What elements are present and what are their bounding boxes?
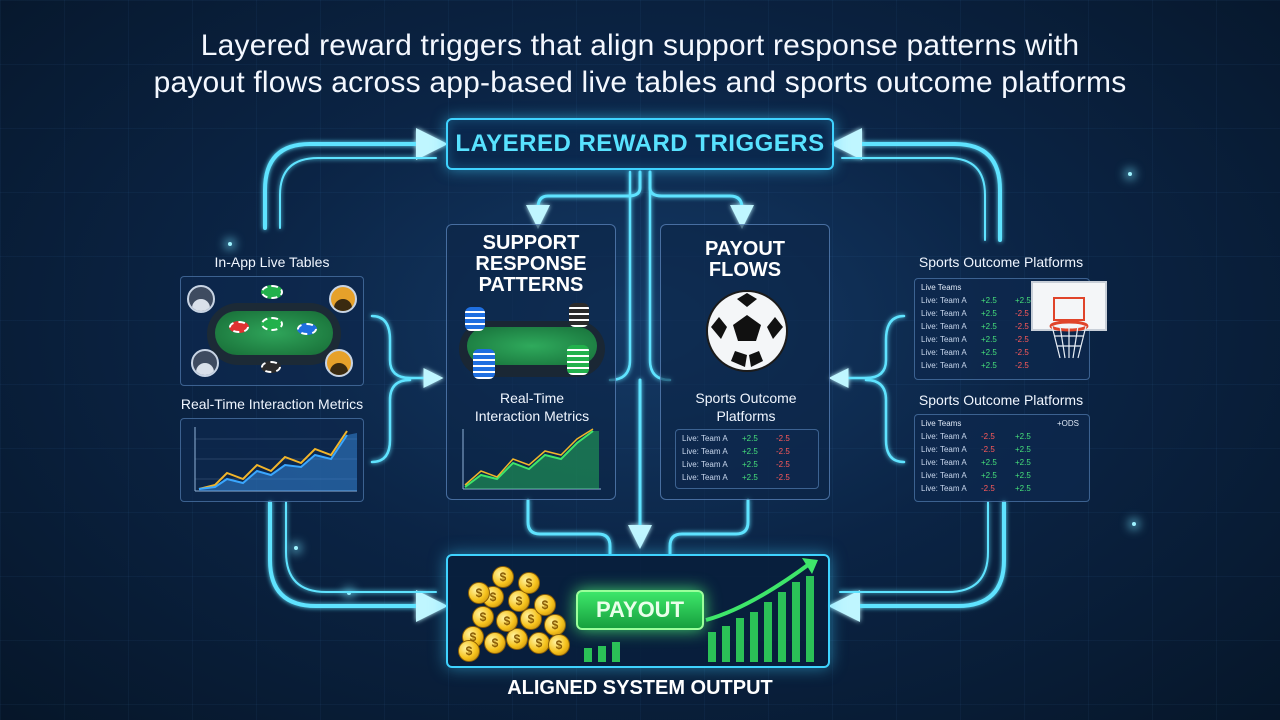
- gold-coin-icon: $: [472, 606, 494, 628]
- player-avatar: [325, 349, 353, 377]
- sports-outcome-bottom-card: Live Teams+ODS Live: Team A-2.5+2.5 Live…: [914, 414, 1090, 502]
- sparkle: [1132, 522, 1136, 526]
- player-avatar: [329, 285, 357, 313]
- odds-row: Live: Team A+2.5-2.5: [682, 473, 790, 482]
- gold-coin-icon: $: [534, 594, 556, 616]
- odds-row: Live: Team A-2.5+2.5: [921, 445, 1031, 454]
- gold-coin-icon: $: [496, 610, 518, 632]
- arrow-to-payout: [648, 170, 754, 229]
- payout-flows-heading: PAYOUT FLOWS: [704, 238, 786, 281]
- gold-coin-icon: $: [492, 566, 514, 588]
- odds-row: Live: Team A+2.5-2.5: [921, 361, 1029, 370]
- chip-stack-icon: [569, 303, 589, 327]
- arrow-top-right-outer: [841, 157, 986, 241]
- arrow-left-to-center: [370, 314, 444, 388]
- arrow-support-down: [526, 498, 612, 556]
- basketball-hoop-icon: [1031, 281, 1107, 359]
- chip-stack-icon: [297, 323, 317, 335]
- in-app-live-tables-label: In-App Live Tables: [214, 254, 330, 270]
- odds-row: Live: Team A-2.5+2.5: [921, 484, 1031, 493]
- odds-row: Live: Team A+2.5-2.5: [921, 309, 1029, 318]
- odds-row: Live: Team A+2.5-2.5: [682, 447, 790, 456]
- gold-coin-icon: $: [520, 608, 542, 630]
- gold-coin-icon: $: [458, 640, 480, 662]
- arrow-left-metrics: [370, 378, 412, 464]
- odds-header: Live Teams: [921, 283, 962, 292]
- layered-reward-triggers-node: LAYERED REWARD TRIGGERS: [446, 118, 834, 170]
- gold-coin-icon: $: [518, 572, 540, 594]
- odds-row: Live: Team A+2.5-2.5: [921, 322, 1029, 331]
- chip-stack-icon: [229, 321, 249, 333]
- chip-stack-icon: [473, 349, 495, 379]
- payout-button-label: PAYOUT: [595, 597, 685, 622]
- gold-coin-icon: $: [548, 634, 570, 656]
- arrow-bottom-left: [268, 500, 448, 622]
- gold-coin-icon: $: [544, 614, 566, 636]
- arrow-bottom-left-outer: [285, 501, 437, 593]
- arrow-top-left: [263, 128, 448, 230]
- soccer-ball-icon: [706, 290, 788, 372]
- sparkle: [294, 546, 298, 550]
- sparkle: [228, 242, 232, 246]
- arrow-top-right: [830, 128, 1002, 242]
- real-time-metrics-label: Real-Time Interaction Metrics: [180, 396, 364, 412]
- odds-row: Live: Team A+2.5+2.5: [921, 458, 1031, 467]
- arrow-top-left-outer: [279, 157, 437, 229]
- gold-coin-icon: $: [484, 632, 506, 654]
- support-response-panel: SUPPORT RESPONSE PATTERNS Real-Time Inte…: [446, 224, 616, 500]
- payout-flows-panel: PAYOUT FLOWS Sports Outcome Platforms Li…: [660, 224, 830, 500]
- aligned-output-box: $$$$$$$$$$$$$$$$ PAYOUT: [446, 554, 830, 668]
- odds-row: Live: Team A+2.5-2.5: [682, 434, 790, 443]
- support-trend-chart: [462, 428, 601, 490]
- odds-row: Live: Team A+2.5+2.5: [921, 471, 1031, 480]
- aligned-system-output-label: ALIGNED SYSTEM OUTPUT: [507, 677, 773, 699]
- top-node-label: LAYERED REWARD TRIGGERS: [455, 130, 825, 157]
- gold-coin-icon: $: [528, 632, 550, 654]
- arrow-right-bottom: [864, 378, 906, 464]
- title-line-1: Layered reward triggers that align suppo…: [200, 29, 1080, 62]
- odds-row: Live: Team A-2.5+2.5: [921, 432, 1031, 441]
- sports-outcome-bottom-label: Sports Outcome Platforms: [918, 392, 1084, 408]
- table-rim: [207, 303, 341, 365]
- live-table-card: [180, 276, 364, 386]
- arrow-bottom-right: [828, 500, 1006, 622]
- gold-coin-icon: $: [468, 582, 490, 604]
- chip-stack-icon: [261, 361, 281, 373]
- chip-stack-icon: [261, 285, 283, 299]
- chip-stack-icon: [261, 317, 283, 331]
- payout-growth-chart: [584, 558, 818, 662]
- odds-row: Live: Team A+2.5-2.5: [921, 335, 1029, 344]
- support-caption: Real-Time Interaction Metrics: [474, 390, 590, 425]
- gold-coin-icon: $: [508, 590, 530, 612]
- page-title: Layered reward triggers that align suppo…: [0, 28, 1280, 101]
- odds-header: Live Teams+ODS: [921, 419, 1080, 428]
- odds-row: Live: Team A+2.5-2.5: [921, 348, 1029, 357]
- metrics-chart-card: [180, 418, 364, 502]
- arrow-right-to-center: [828, 314, 906, 388]
- arrow-to-support: [526, 170, 642, 229]
- chip-stack-icon: [567, 345, 589, 375]
- odds-row: Live: Team A+2.5+2.5: [921, 296, 1031, 305]
- gold-coin-icon: $: [506, 628, 528, 650]
- payout-odds-table: Live: Team A+2.5-2.5 Live: Team A+2.5-2.…: [675, 429, 819, 489]
- player-avatar: [187, 285, 215, 313]
- chip-stack-icon: [465, 307, 485, 331]
- payout-button[interactable]: PAYOUT: [576, 590, 704, 630]
- payout-flows-caption: Sports Outcome Platforms: [695, 390, 797, 425]
- player-avatar: [191, 349, 219, 377]
- sparkle: [1128, 172, 1132, 176]
- title-line-2: payout flows across app-based live table…: [153, 65, 1127, 99]
- odds-row: Live: Team A+2.5-2.5: [682, 460, 790, 469]
- arrow-payout-down: [668, 498, 750, 556]
- sports-outcome-top-label: Sports Outcome Platforms: [918, 254, 1084, 270]
- metrics-line-chart: [194, 427, 357, 492]
- arrow-bottom-right-outer: [839, 501, 989, 593]
- support-heading: SUPPORT RESPONSE PATTERNS: [475, 232, 587, 296]
